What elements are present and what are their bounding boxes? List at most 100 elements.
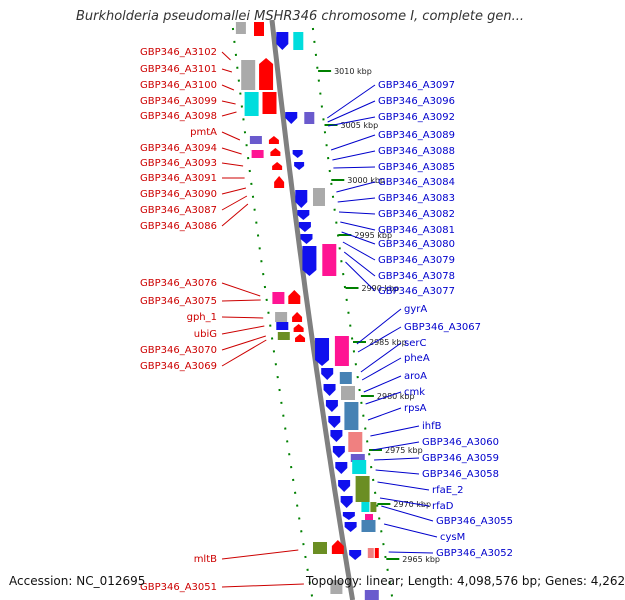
- left-gene-label: GBP346_A3070: [140, 345, 217, 356]
- gene-feature: [342, 512, 355, 520]
- gene-feature: [259, 58, 274, 90]
- gene-feature: [330, 430, 343, 442]
- right-gene-label: GBP346_A3079: [378, 255, 455, 266]
- left-gene-label: GBP346_A3102: [140, 47, 217, 58]
- left-gene-label: GBP346_A3100: [140, 80, 217, 91]
- gene-feature: [361, 502, 370, 512]
- left-gene-label: GBP346_A3093: [140, 158, 217, 169]
- gene-feature: [254, 22, 264, 36]
- gene-feature: [361, 520, 376, 532]
- right-gene-label: gyrA: [404, 304, 427, 315]
- gene-feature: [249, 136, 262, 144]
- gene-feature: [270, 148, 281, 156]
- gene-feature: [300, 234, 313, 244]
- gene-feature: [235, 22, 246, 34]
- left-gene-label: GBP346_A3091: [140, 173, 217, 184]
- gene-feature: [295, 334, 306, 342]
- gene-feature: [244, 92, 259, 116]
- gene-feature: [292, 150, 303, 158]
- gene-feature: [321, 368, 334, 380]
- gene-feature: [275, 312, 288, 322]
- gene-feature: [262, 92, 277, 114]
- left-gene-label: ubiG: [194, 329, 217, 340]
- right-gene-label: GBP346_A3092: [378, 112, 455, 123]
- gene-feature: [338, 480, 351, 492]
- gene-feature: [339, 372, 352, 384]
- right-gene-label: GBP346_A3080: [378, 239, 455, 250]
- kbp-tick-label: 3000 kbp: [347, 176, 385, 185]
- right-gene-label: GBP346_A3078: [378, 271, 455, 282]
- map-title: Burkholderia pseudomallei MSHR346 chromo…: [75, 9, 525, 24]
- gene-feature: [241, 60, 256, 90]
- gene-feature: [274, 176, 285, 188]
- kbp-tick-label: 2965 kbp: [402, 555, 440, 564]
- gene-feature: [352, 460, 367, 474]
- gene-feature: [298, 222, 311, 232]
- left-gene-label: gph_1: [187, 312, 217, 323]
- gene-feature: [355, 476, 370, 502]
- right-gene-label: GBP346_A3088: [378, 146, 455, 157]
- gene-feature: [348, 432, 363, 452]
- right-gene-label: GBP346_A3058: [422, 469, 499, 480]
- gene-feature: [344, 522, 357, 532]
- gene-feature: [272, 162, 283, 170]
- left-dashed-boundary: [231, 27, 314, 599]
- kbp-tick-label: 2975 kbp: [385, 446, 423, 455]
- gene-feature: [285, 112, 298, 124]
- right-gene-label: GBP346_A3081: [378, 225, 455, 236]
- gene-feature: [374, 548, 379, 558]
- gene-feature: [288, 290, 301, 304]
- right-gene-label: GBP346_A3052: [436, 548, 513, 559]
- right-gene-label: cysM: [440, 532, 465, 543]
- genome-info-text: Topology: linear; Length: 4,098,576 bp; …: [306, 574, 625, 588]
- right-gene-label: GBP346_A3097: [378, 80, 455, 91]
- backbone-line: [269, 19, 356, 600]
- kbp-tick-label: 2995 kbp: [354, 231, 392, 240]
- right-gene-label: aroA: [404, 371, 427, 382]
- gene-feature: [268, 136, 279, 144]
- gene-feature: [293, 324, 304, 332]
- gene-feature: [272, 292, 285, 304]
- right-gene-label: GBP346_A3085: [378, 162, 455, 173]
- gene-feature: [313, 188, 325, 206]
- right-gene-label: rfaD: [432, 501, 454, 512]
- right-gene-label: GBP346_A3077: [378, 286, 455, 297]
- right-gene-label: GBP346_A3082: [378, 209, 455, 220]
- left-gene-label: GBP346_A3098: [140, 111, 217, 122]
- gene-feature: [349, 550, 362, 560]
- right-gene-label: GBP346_A3084: [378, 177, 455, 188]
- left-gene-label: GBP346_A3051: [140, 582, 217, 593]
- gene-feature: [344, 402, 359, 430]
- right-gene-label: GBP346_A3067: [404, 322, 481, 333]
- left-gene-label: GBP346_A3076: [140, 278, 217, 289]
- right-gene-label: GBP346_A3059: [422, 453, 499, 464]
- left-gene-label: GBP346_A3101: [140, 64, 217, 75]
- gene-feature: [328, 416, 341, 428]
- accession-text: Accession: NC_012695: [9, 574, 146, 588]
- right-gene-label: GBP346_A3060: [422, 437, 499, 448]
- kbp-tick-label: 2980 kbp: [377, 392, 415, 401]
- right-gene-label: serC: [404, 338, 426, 349]
- gene-feature: [292, 312, 303, 322]
- gene-feature: [276, 322, 289, 330]
- gene-feature: [331, 540, 344, 554]
- left-gene-label: mltB: [194, 554, 217, 565]
- right-gene-label: pheA: [404, 353, 430, 364]
- left-gene-label: GBP346_A3086: [140, 221, 217, 232]
- gene-feature: [340, 496, 353, 508]
- left-gene-label: GBP346_A3075: [140, 296, 217, 307]
- right-gene-label: GBP346_A3083: [378, 193, 455, 204]
- gene-feature: [251, 150, 264, 158]
- left-gene-label: GBP346_A3069: [140, 361, 217, 372]
- gene-feature: [370, 502, 377, 512]
- gene-feature: [334, 336, 349, 366]
- kbp-tick-label: 2985 kbp: [369, 338, 407, 347]
- gene-feature: [365, 514, 373, 520]
- left-gene-label: GBP346_A3087: [140, 205, 217, 216]
- gene-feature: [295, 190, 308, 208]
- gene-feature: [302, 246, 317, 276]
- gene-feature: [297, 210, 310, 220]
- gene-feature: [335, 462, 348, 474]
- gene-feature: [367, 548, 374, 558]
